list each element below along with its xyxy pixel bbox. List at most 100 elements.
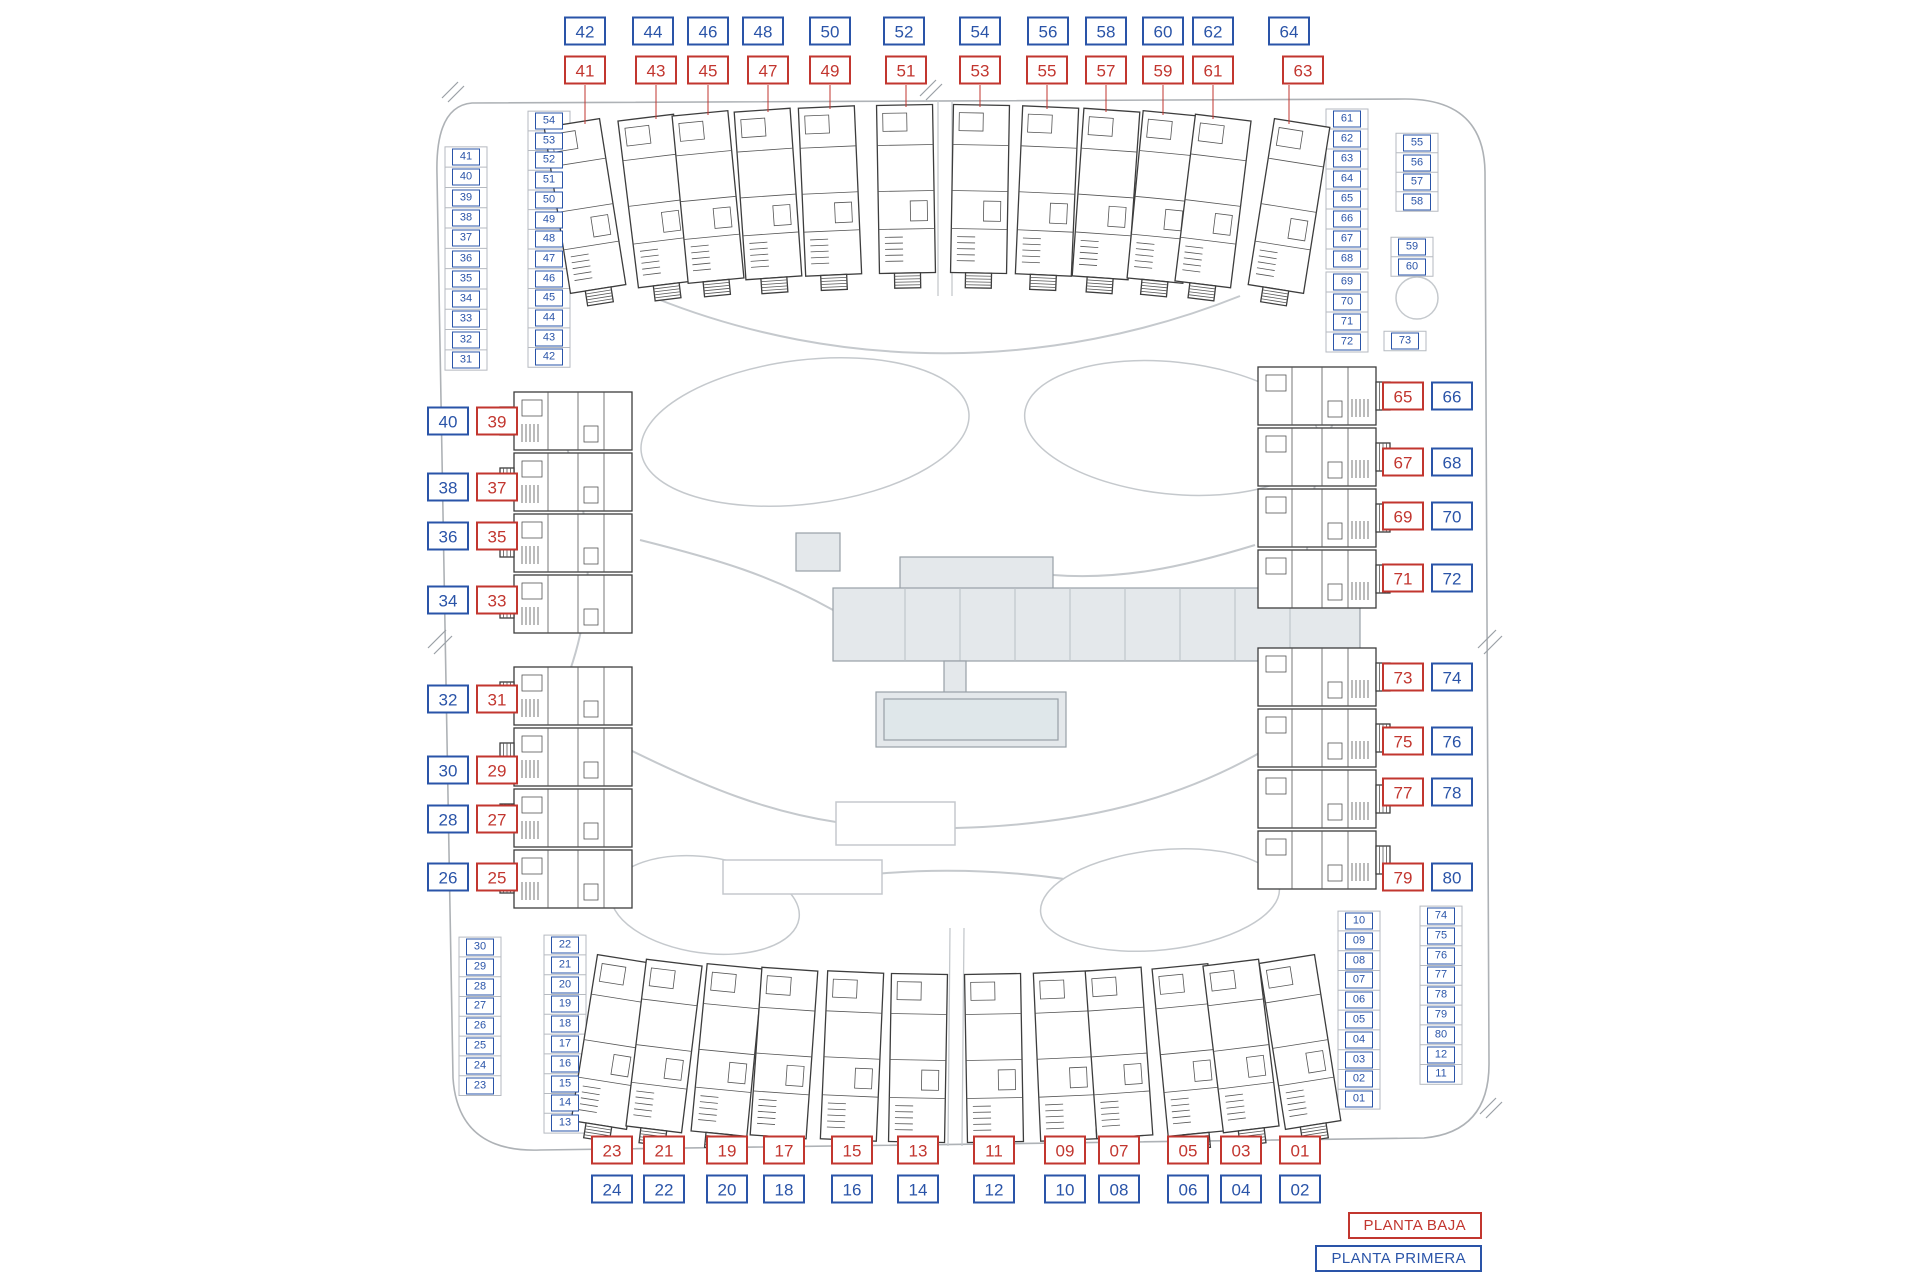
- unit-68-label: 68: [1431, 447, 1473, 477]
- unit-65-label: 65: [1382, 381, 1424, 411]
- unit-44-label: 44: [632, 16, 674, 46]
- parking-stall-35: 35: [452, 270, 480, 288]
- unit-04-label: 04: [1220, 1174, 1262, 1204]
- unit-30-label: 30: [427, 755, 469, 785]
- unit-29-label: 29: [476, 755, 518, 785]
- unit-73-label: 73: [1382, 662, 1424, 692]
- unit-70-label: 70: [1431, 501, 1473, 531]
- parking-stall-36: 36: [452, 250, 480, 267]
- unit-38-label: 38: [427, 472, 469, 502]
- parking-stall-60: 60: [1398, 258, 1426, 275]
- unit-footprint: [1174, 113, 1252, 302]
- pool: [883, 698, 1059, 741]
- parking-stall-05: 05: [1345, 1011, 1373, 1029]
- parking-stall-44: 44: [535, 309, 563, 327]
- parking-stall-16: 16: [551, 1055, 579, 1073]
- unit-20-label: 20: [706, 1174, 748, 1204]
- parking-stall-69: 69: [1333, 273, 1361, 291]
- unit-25-label: 25: [476, 862, 518, 892]
- parking-stall-13: 13: [551, 1114, 579, 1132]
- parking-stall-70: 70: [1333, 293, 1361, 311]
- parking-stall-32: 32: [452, 331, 480, 349]
- parking-stall-17: 17: [551, 1035, 579, 1053]
- parking-stall-80: 80: [1427, 1026, 1455, 1044]
- parking-stall-02: 02: [1345, 1070, 1373, 1088]
- parking-stall-68: 68: [1333, 250, 1361, 268]
- unit-footprint: [1257, 427, 1391, 487]
- unit-19-label: 19: [706, 1135, 748, 1165]
- unit-46-label: 46: [687, 16, 729, 46]
- unit-footprint: [1247, 117, 1331, 307]
- survey-mark: [1477, 629, 1503, 655]
- unit-42-label: 42: [564, 16, 606, 46]
- parking-stall-75: 75: [1427, 927, 1455, 945]
- unit-35-label: 35: [476, 521, 518, 551]
- unit-48-label: 48: [742, 16, 784, 46]
- parking-stall-25: 25: [466, 1037, 494, 1055]
- unit-75-label: 75: [1382, 726, 1424, 756]
- unit-12-label: 12: [973, 1174, 1015, 1204]
- parking-stall-04: 04: [1345, 1031, 1373, 1049]
- parking-stall-65: 65: [1333, 190, 1361, 208]
- parking-stall-47: 47: [535, 250, 563, 268]
- parking-stall-64: 64: [1333, 170, 1361, 188]
- legend-planta-primera: PLANTA PRIMERA: [1315, 1245, 1482, 1272]
- unit-24-label: 24: [591, 1174, 633, 1204]
- unit-37-label: 37: [476, 472, 518, 502]
- parking-stall-73: 73: [1391, 332, 1419, 350]
- parking-stall-34: 34: [452, 290, 480, 308]
- parking-stall-50: 50: [535, 191, 563, 209]
- legend-planta-baja: PLANTA BAJA: [1347, 1212, 1482, 1239]
- unit-66-label: 66: [1431, 381, 1473, 411]
- parking-stall-21: 21: [551, 956, 579, 974]
- label-leader-lines: [584, 85, 1290, 124]
- parking-stall-12: 12: [1427, 1046, 1455, 1064]
- unit-78-label: 78: [1431, 777, 1473, 807]
- unit-23-label: 23: [591, 1135, 633, 1165]
- unit-footprint: [887, 972, 949, 1158]
- unit-10-label: 10: [1044, 1174, 1086, 1204]
- unit-76-label: 76: [1431, 726, 1473, 756]
- unit-05-label: 05: [1167, 1135, 1209, 1165]
- unit-footprint: [499, 788, 633, 848]
- parking-stall-33: 33: [452, 310, 480, 328]
- unit-footprint: [499, 849, 633, 909]
- roundabout: [1395, 276, 1439, 320]
- unit-08-label: 08: [1098, 1174, 1140, 1204]
- parking-stall-54: 54: [535, 112, 563, 130]
- unit-41-label: 41: [564, 55, 606, 85]
- unit-footprint: [499, 666, 633, 726]
- unit-footprint: [499, 452, 633, 512]
- unit-43-label: 43: [635, 55, 677, 85]
- parking-stall-24: 24: [466, 1057, 494, 1075]
- unit-01-label: 01: [1279, 1135, 1321, 1165]
- parking-stall-42: 42: [535, 348, 563, 366]
- unit-footprint: [671, 109, 745, 298]
- unit-11-label: 11: [973, 1135, 1015, 1165]
- unit-80-label: 80: [1431, 862, 1473, 892]
- unit-footprint: [1257, 549, 1391, 609]
- unit-14-label: 14: [897, 1174, 939, 1204]
- unit-67-label: 67: [1382, 447, 1424, 477]
- parking-stall-74: 74: [1427, 907, 1455, 925]
- unit-footprint: [1084, 966, 1154, 1154]
- unit-06-label: 06: [1167, 1174, 1209, 1204]
- unit-72-label: 72: [1431, 563, 1473, 593]
- parking-stall-61: 61: [1333, 110, 1361, 128]
- parking-stall-77: 77: [1427, 966, 1455, 984]
- parking-stall-19: 19: [551, 995, 579, 1013]
- unit-footprint: [1014, 105, 1080, 292]
- survey-mark: [1479, 1097, 1503, 1119]
- buildings-layer: [499, 103, 1391, 1158]
- parking-stall-07: 07: [1345, 971, 1373, 989]
- unit-52-label: 52: [883, 16, 925, 46]
- parking-stall-56: 56: [1403, 154, 1431, 171]
- unit-47-label: 47: [747, 55, 789, 85]
- unit-13-label: 13: [897, 1135, 939, 1165]
- unit-28-label: 28: [427, 804, 469, 834]
- parking-stall-14: 14: [551, 1094, 579, 1112]
- planting-beds: [609, 357, 1321, 956]
- unit-34-label: 34: [427, 585, 469, 615]
- unit-footprint: [1257, 647, 1391, 707]
